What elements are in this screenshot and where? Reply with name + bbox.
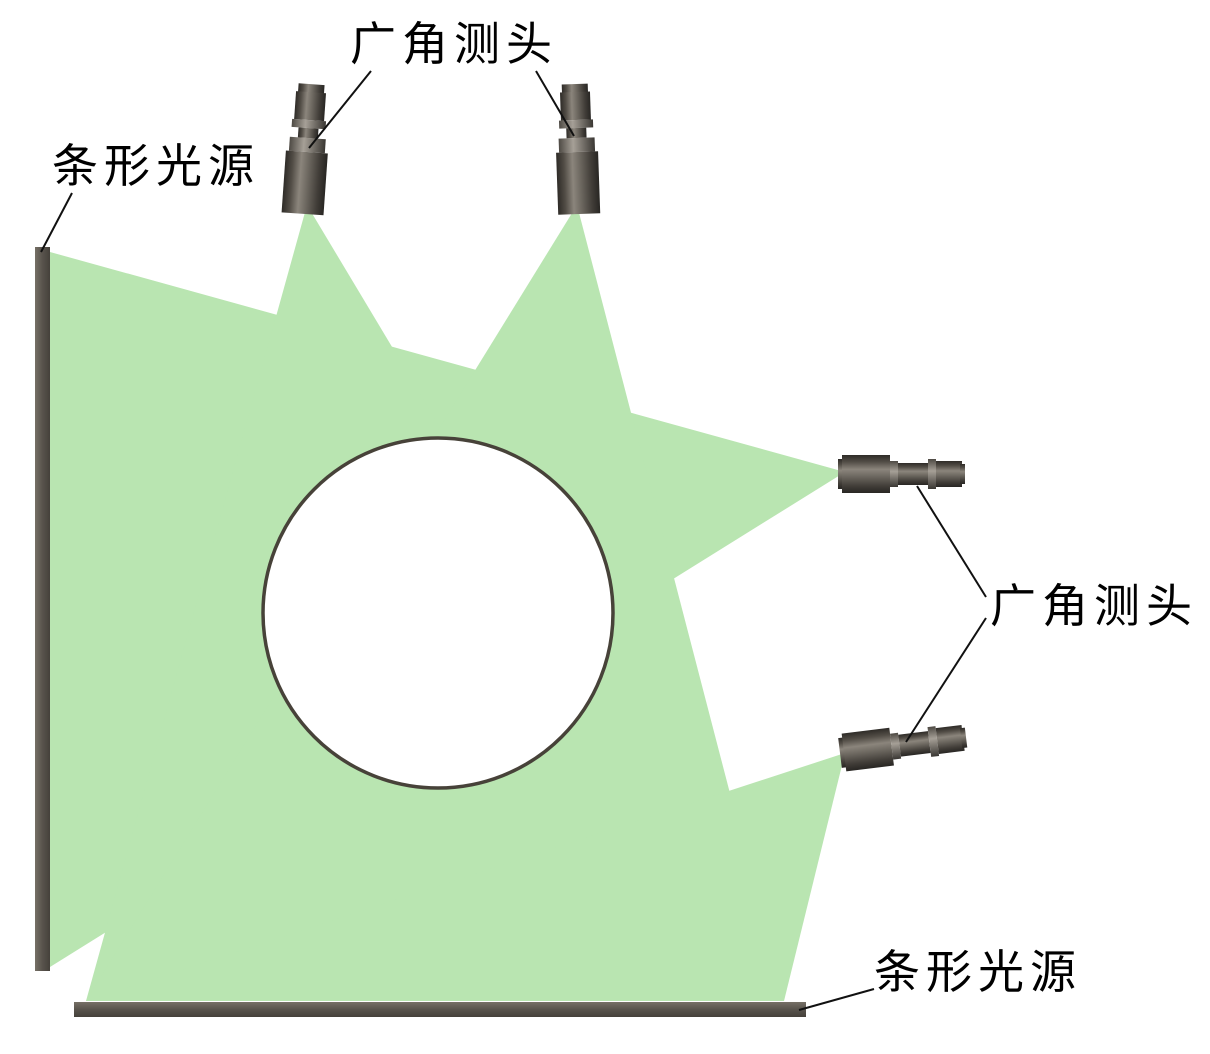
leader-left-label-to-left-strip <box>40 192 73 253</box>
leader-lines <box>40 70 987 1011</box>
probe-top-left <box>281 82 333 216</box>
beam-bottom-source-to-lower-right-probe <box>86 753 845 1001</box>
strip-light-bottom <box>74 1002 806 1017</box>
label-right-probe: 广角测头 <box>990 581 1198 632</box>
label-top-probe: 广角测头 <box>350 19 558 70</box>
leader-top-label-to-right-probe <box>535 70 575 137</box>
probe-right-upper <box>838 455 965 493</box>
probe-top-right <box>553 83 601 215</box>
strip-light-left <box>35 247 50 971</box>
leader-right-label-to-upper-probe <box>916 485 987 598</box>
label-bottom-source: 条形光源 <box>874 947 1082 998</box>
target-circle <box>261 436 615 790</box>
leader-top-label-to-left-probe <box>308 70 372 149</box>
light-beams <box>50 205 845 1001</box>
leader-bottom-label-to-bottom-strip <box>798 988 875 1011</box>
label-left-source: 条形光源 <box>52 141 260 192</box>
probe-right-lower <box>837 718 969 772</box>
leader-right-label-to-lower-probe <box>905 617 987 743</box>
